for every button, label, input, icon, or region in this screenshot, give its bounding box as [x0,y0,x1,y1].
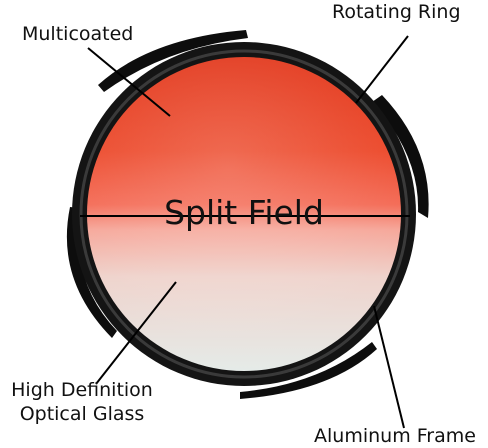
multicoated-label: Multicoated [22,23,134,45]
hd-label-line2: Optical Glass [19,403,145,425]
split-field-label: Split Field [164,193,324,232]
leader-lines [80,35,410,429]
filter [72,42,416,386]
rotation-arc-left [66,207,117,338]
rotation-arc-top-left [98,30,248,92]
aluminum-frame-label: Aluminum Frame [314,425,476,447]
rotation-arc-bottom-right [240,342,377,399]
leader-hd-glass [95,281,177,385]
glass-shine [87,57,401,371]
rotating-ring [79,49,409,379]
leader-rotating-ring [355,35,409,104]
hd-label-line1: High Definition [11,379,153,401]
leader-multicoated [87,47,171,117]
rotating-ring-label: Rotating Ring [332,1,461,23]
leader-aluminum-frame [373,305,405,429]
hd-optical-glass-label: High Definition Optical Glass [6,378,158,426]
